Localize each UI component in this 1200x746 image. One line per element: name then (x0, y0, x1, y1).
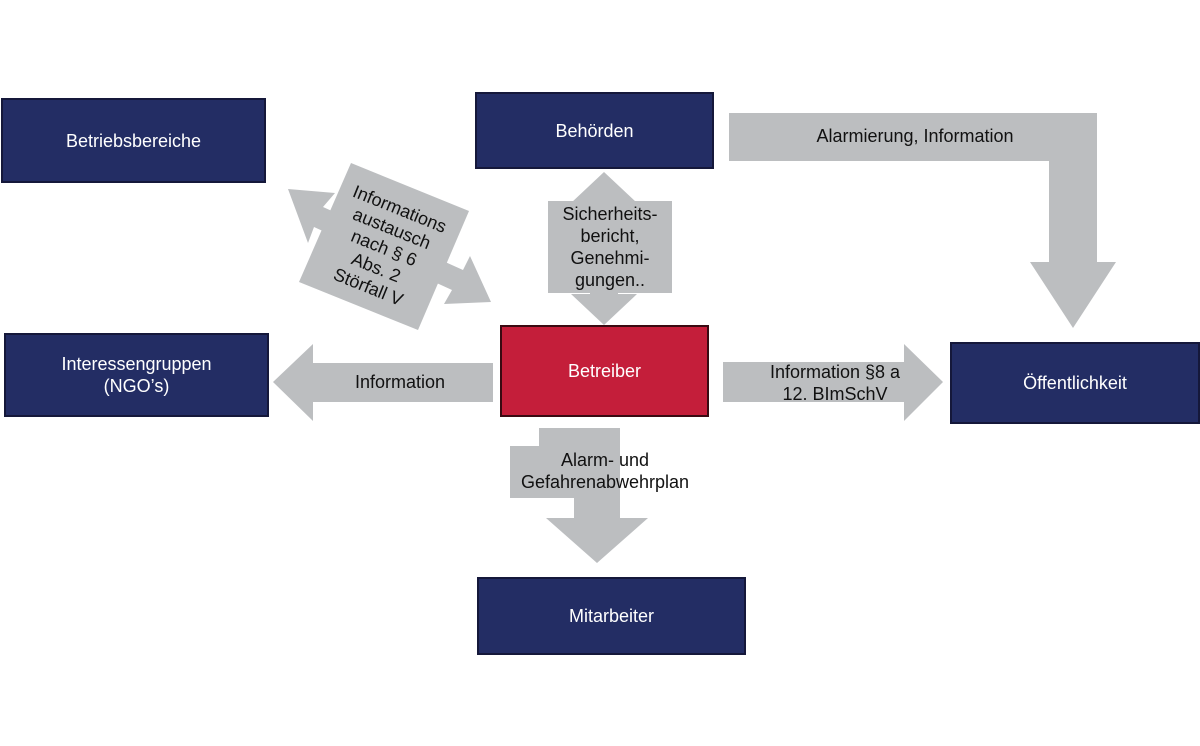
sicherheitsbericht-label: Sicherheits- bericht, Genehmi- gungen.. (548, 201, 672, 293)
oeffentlichkeit-label: Öffentlichkeit (1023, 373, 1127, 393)
betriebsbereiche-node: Betriebsbereiche (1, 98, 266, 183)
betreiber-label: Betreiber (567, 361, 642, 381)
information-right-arrow (723, 344, 943, 421)
interessengruppen-node: Interessengruppen (NGO’s) (4, 333, 269, 417)
mitarbeiter-label: Mitarbeiter (568, 606, 655, 626)
interessengruppen-label: Interessengruppen (NGO’s) (61, 354, 212, 396)
mitarbeiter-node: Mitarbeiter (477, 577, 746, 655)
alarmplan-label: Alarm- und Gefahrenabwehrplan (520, 450, 690, 492)
behoerden-node: Behörden (475, 92, 714, 169)
betriebsbereiche-label: Betriebsbereiche (65, 130, 202, 151)
information-right-label: Information §8 a 12. BImSchV (769, 362, 901, 404)
behoerden-label: Behörden (555, 120, 634, 141)
oeffentlichkeit-node: Öffentlichkeit (950, 342, 1200, 424)
alarmplan-arrow (510, 428, 648, 563)
information-left-label: Information (354, 372, 446, 392)
informationsaustausch-panel (299, 163, 469, 330)
information-left-arrow (273, 344, 493, 421)
betreiber-node: Betreiber (500, 325, 709, 417)
alarmierung-label: Alarmierung, Information (816, 126, 1014, 146)
alarmierung-arrow (729, 113, 1116, 328)
